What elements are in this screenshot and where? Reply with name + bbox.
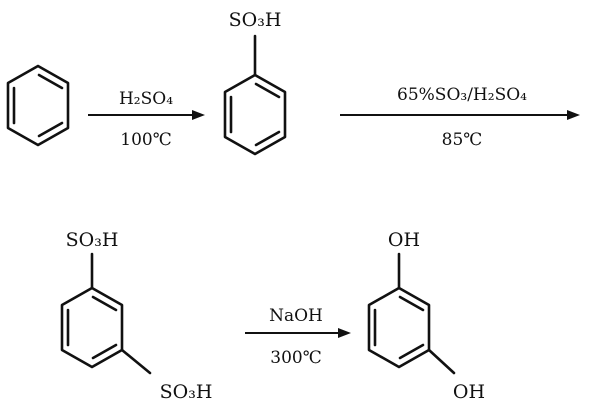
step-2-condition: 85℃ [442, 130, 483, 150]
reaction-arrow-2: 65%SO₃/H₂SO₄ 85℃ [340, 85, 580, 150]
benzenedisulfonic-acid: SO₃H SO₃H [60, 229, 213, 403]
resorcinol: OH OH [367, 229, 485, 403]
step-3-condition: 300℃ [270, 348, 321, 368]
benzene-double-bonds [12, 73, 64, 138]
benzenedisulfonic-acid-ring [60, 286, 124, 369]
step-1-reagent: H₂SO₄ [119, 89, 173, 109]
benzenedisulfonic-acid-double-bonds [66, 295, 118, 360]
sulfonic-acid-label-top: SO₃H [66, 229, 119, 251]
sulfonic-bond-bottom [120, 348, 152, 375]
hydroxyl-label-bottom: OH [453, 381, 485, 403]
arrow-2-head [567, 110, 580, 120]
hydroxyl-label-top: OH [388, 229, 420, 251]
step-1-condition: 100℃ [120, 130, 171, 150]
arrow-1-head [192, 110, 205, 120]
benzenesulfonic-acid-ring [223, 73, 287, 156]
benzene [6, 64, 70, 147]
step-2-reagent: 65%SO₃/H₂SO₄ [397, 85, 527, 105]
reaction-arrow-3: NaOH 300℃ [245, 306, 351, 368]
benzenesulfonic-acid: SO₃H [223, 9, 287, 156]
reaction-arrow-1: H₂SO₄ 100℃ [88, 89, 205, 150]
resorcinol-ring [367, 286, 431, 369]
sulfonic-acid-label: SO₃H [229, 9, 282, 31]
benzenesulfonic-acid-double-bonds [229, 82, 281, 147]
sulfonic-acid-label-bottom: SO₃H [160, 381, 213, 403]
benzene-ring [6, 64, 70, 147]
step-3-reagent: NaOH [269, 306, 323, 326]
resorcinol-double-bonds [373, 295, 425, 360]
arrow-3-head [338, 328, 351, 338]
hydroxyl-bond-bottom [427, 348, 456, 375]
